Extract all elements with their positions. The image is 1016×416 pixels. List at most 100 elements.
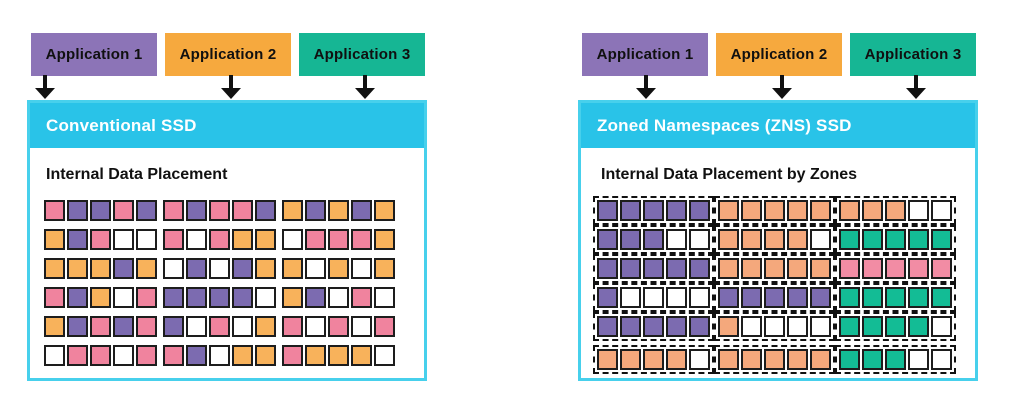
data-block-app1-data bbox=[643, 229, 664, 250]
data-block-app3-data bbox=[839, 349, 860, 370]
zone-cell bbox=[593, 283, 714, 312]
data-block-app2-data bbox=[328, 345, 349, 366]
grid-row bbox=[44, 316, 416, 337]
data-block-free-block bbox=[113, 229, 134, 250]
data-block-app2-data bbox=[44, 316, 65, 337]
data-block-other-data bbox=[862, 258, 883, 279]
data-block-free-block bbox=[908, 200, 929, 221]
data-block-app1-data bbox=[186, 258, 207, 279]
data-block-free-block bbox=[689, 229, 710, 250]
data-block-app1-data bbox=[67, 200, 88, 221]
zone-cell bbox=[593, 345, 714, 374]
data-block-app1-data bbox=[643, 316, 664, 337]
data-block-free-block bbox=[764, 316, 785, 337]
zone-cell bbox=[714, 345, 835, 374]
data-block-app2-data bbox=[718, 349, 739, 370]
data-block-app1-data bbox=[90, 200, 111, 221]
data-block-app1-data bbox=[597, 200, 618, 221]
data-block-app1-data bbox=[186, 200, 207, 221]
data-block-app3-data bbox=[839, 229, 860, 250]
data-block-app2-data bbox=[44, 229, 65, 250]
application-2-box: Application 2 bbox=[165, 33, 291, 76]
data-block-app1-data bbox=[305, 287, 326, 308]
zone-cell bbox=[714, 196, 835, 225]
data-block-app3-data bbox=[862, 349, 883, 370]
data-block-free-block bbox=[620, 287, 641, 308]
data-block-other-data bbox=[839, 258, 860, 279]
data-block-app1-data bbox=[305, 200, 326, 221]
data-block-app3-data bbox=[862, 229, 883, 250]
arrow-down-icon bbox=[221, 75, 241, 99]
data-block-free-block bbox=[374, 287, 395, 308]
data-block-app1-data bbox=[810, 287, 831, 308]
data-block-app1-data bbox=[597, 258, 618, 279]
data-block-app2-data bbox=[328, 200, 349, 221]
data-block-other-data bbox=[931, 258, 952, 279]
data-block-app1-data bbox=[255, 200, 276, 221]
data-block-free-block bbox=[741, 316, 762, 337]
data-block-free-block bbox=[689, 287, 710, 308]
data-block-app1-data bbox=[163, 316, 184, 337]
data-block-app2-data bbox=[787, 229, 808, 250]
data-block-app2-data bbox=[810, 200, 831, 221]
data-block-free-block bbox=[931, 316, 952, 337]
data-block-app3-data bbox=[839, 287, 860, 308]
data-block-app1-data bbox=[113, 316, 134, 337]
data-block-other-data bbox=[136, 316, 157, 337]
data-block-app1-data bbox=[666, 258, 687, 279]
data-block-app2-data bbox=[643, 349, 664, 370]
data-block-app2-data bbox=[810, 258, 831, 279]
applications-row: Application 1 Application 2 Application … bbox=[582, 33, 976, 76]
data-block-app2-data bbox=[374, 258, 395, 279]
data-block-app2-data bbox=[282, 200, 303, 221]
data-block-other-data bbox=[44, 287, 65, 308]
zone-row bbox=[593, 283, 967, 312]
data-block-other-data bbox=[90, 345, 111, 366]
data-block-free-block bbox=[186, 229, 207, 250]
data-block-app2-data bbox=[741, 349, 762, 370]
data-block-other-data bbox=[90, 229, 111, 250]
data-block-app2-data bbox=[787, 258, 808, 279]
data-block-other-data bbox=[328, 316, 349, 337]
application-1-box: Application 1 bbox=[582, 33, 708, 76]
data-block-free-block bbox=[810, 229, 831, 250]
application-3-box: Application 3 bbox=[850, 33, 976, 76]
data-block-free-block bbox=[810, 316, 831, 337]
zns-ssd-body: Internal Data Placement by Zones bbox=[581, 150, 975, 374]
data-block-other-data bbox=[163, 229, 184, 250]
data-block-app2-data bbox=[255, 316, 276, 337]
data-block-app1-data bbox=[666, 316, 687, 337]
data-block-other-data bbox=[328, 229, 349, 250]
data-block-free-block bbox=[113, 287, 134, 308]
data-block-app1-data bbox=[787, 287, 808, 308]
grid-row bbox=[44, 345, 416, 366]
zone-cell bbox=[835, 225, 956, 254]
data-block-free-block bbox=[136, 229, 157, 250]
data-block-app3-data bbox=[885, 316, 906, 337]
application-2-box: Application 2 bbox=[716, 33, 842, 76]
data-block-free-block bbox=[328, 287, 349, 308]
data-block-app1-data bbox=[689, 258, 710, 279]
conventional-ssd-body: Internal Data Placement bbox=[30, 150, 424, 366]
data-block-app2-data bbox=[597, 349, 618, 370]
data-block-app2-data bbox=[787, 200, 808, 221]
zone-row bbox=[593, 312, 967, 341]
data-block-app2-data bbox=[764, 258, 785, 279]
data-block-free-block bbox=[908, 349, 929, 370]
data-block-app2-data bbox=[90, 258, 111, 279]
data-block-other-data bbox=[163, 200, 184, 221]
data-block-app1-data bbox=[764, 287, 785, 308]
data-block-app1-data bbox=[597, 287, 618, 308]
data-block-free-block bbox=[689, 349, 710, 370]
data-block-app2-data bbox=[718, 200, 739, 221]
data-block-app3-data bbox=[931, 287, 952, 308]
applications-row: Application 1 Application 2 Application … bbox=[31, 33, 425, 76]
data-block-app1-data bbox=[67, 229, 88, 250]
data-block-free-block bbox=[282, 229, 303, 250]
zone-cell bbox=[714, 283, 835, 312]
data-block-app1-data bbox=[136, 200, 157, 221]
data-block-other-data bbox=[908, 258, 929, 279]
data-block-app1-data bbox=[186, 287, 207, 308]
data-block-free-block bbox=[666, 229, 687, 250]
data-block-app3-data bbox=[862, 316, 883, 337]
